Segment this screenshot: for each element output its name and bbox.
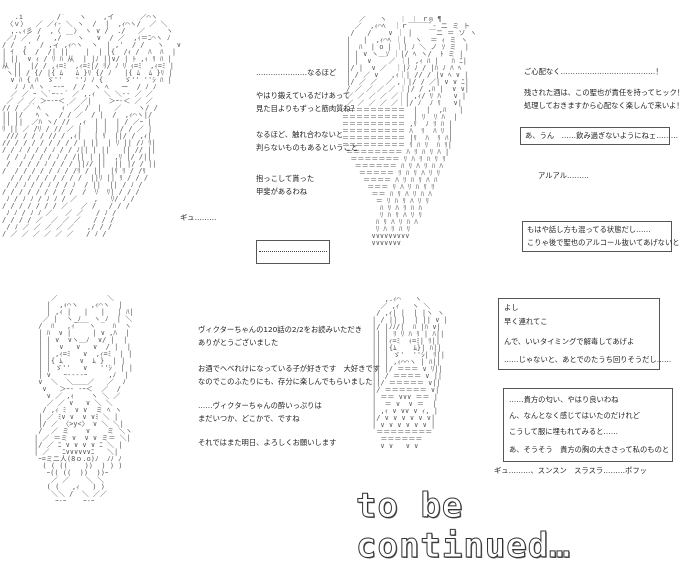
speech-box-text: あ、うん ……飲み過ぎないようにねェ………	[525, 131, 679, 140]
ascii-art-two-girls: .i /´￣￣ヽ ,イ ／⌒ヽ 〈ｖ〉 ／ ／ｨ- ＼ ヽ / | ,ｨ⌒ヽ/ …	[2, 14, 182, 238]
speech-box-text: もはや話し方も混ってる状態だし……	[527, 225, 651, 234]
speech-box: ……貴方の匂い、やはり良いわね ん、なんとなく感じてはいたのだけれど こうして服…	[503, 388, 673, 462]
sound-effect: アルアル………	[538, 171, 589, 180]
afterword-line: なのでこのふたりにも、存分に楽しんでもらいました	[198, 377, 373, 386]
speech-box-text: あ、そうそう 貴方の胸の大きさって私のものと	[509, 445, 670, 454]
to-be-continued-title: to be continued…	[356, 486, 571, 566]
speech-box-text: 早く連れてこ	[504, 317, 548, 326]
speech-box-text: ……じゃないと、あとでのたうち回りそうだし……	[504, 355, 672, 364]
afterword-line: まだいつか、どこかで、ですね	[198, 414, 300, 423]
speech-box: あ、うん ……飲み過ぎないようにねェ………	[520, 127, 678, 145]
sound-effect: ギュ………	[180, 213, 217, 222]
speech-box-text: こうして服に埋もれてみると……	[509, 427, 619, 436]
dialogue-line: 抱っこして貰った	[256, 174, 315, 183]
afterword-line: ……ヴィクターちゃんの酔いっぷりは	[198, 401, 322, 410]
ascii-art-girl-with-bottle: ／￣￣ヽ ｜ ｜ ｒ◎ ¶ ／ ,ｨ⌒ﾍ ｜ｒ￣￣￣ﾞ‐ ニ ミ ト / / ∨…	[342, 16, 477, 247]
ascii-art-victor-chan: ／￣￣￣￣￣￣￣＼ | ,ｨ⌒ヽ ,ｨ⌒ヽ | | ,ｨ | | | | ﾊ| …	[34, 295, 134, 505]
dialogue-line: やはり鍛えているだけあって	[256, 91, 351, 100]
dialogue-line: ご心配なく…………………………………！	[524, 67, 663, 76]
dialogue-line: 処理しておきますから心配なく楽しんで来いよ！	[524, 101, 680, 110]
speech-box: もはや話し方も混ってる状態だし…… こりゃ後で聖也のアルコール抜いてあげないとな…	[522, 221, 680, 252]
speech-box: よし 早く連れてこ んで、いいタイミングで解毒してあげよ ……じゃないと、あとで…	[498, 298, 671, 370]
speech-box-text: ん、なんとなく感じてはいたのだけれど	[509, 411, 640, 420]
dotted-rule	[259, 251, 327, 252]
dialogue-line: …………………なるほど	[256, 68, 337, 77]
dialogue-line: 判らないものもあるということ	[256, 143, 359, 152]
speech-box-text: こりゃ後で聖也のアルコール抜いてあげないとなぁ	[527, 238, 680, 247]
sound-effect: ギュ………、スンスン スラスラ………ポフッ	[494, 466, 647, 475]
dialogue-line: 残された酒は、この聖也が責任を持ってヒック！	[524, 88, 680, 97]
afterword-line: お酒でヘベれけになっている子が好きです 大好きです	[198, 364, 381, 373]
afterword-line: それではまた明日、よろしくお願いします	[198, 438, 337, 447]
speech-box-text: ……貴方の匂い、やはり良いわね	[509, 395, 619, 404]
speech-box-text: よし	[504, 303, 519, 312]
afterword-line: ありがとうございました	[198, 338, 279, 347]
ascii-art-embrace: ,.ｨ⌒￣￣ヽ ／ ,ｨ ヽ ＼ / ,ｨ| | | |ヽ ヽ | / || |…	[372, 296, 448, 450]
dialogue-line: 甲斐があるわね	[256, 187, 308, 196]
dialogue-line: なるほど、触れ合わないと	[256, 130, 344, 139]
afterword-line: ヴィクターちゃんの120話の2/2をお読みいただき	[198, 325, 363, 334]
dialogue-line: 見た目よりもずっと筋肉質ね？	[256, 104, 359, 113]
speech-box-text: んで、いいタイミングで解毒してあげよ	[504, 337, 635, 346]
empty-speech-box	[256, 240, 330, 264]
